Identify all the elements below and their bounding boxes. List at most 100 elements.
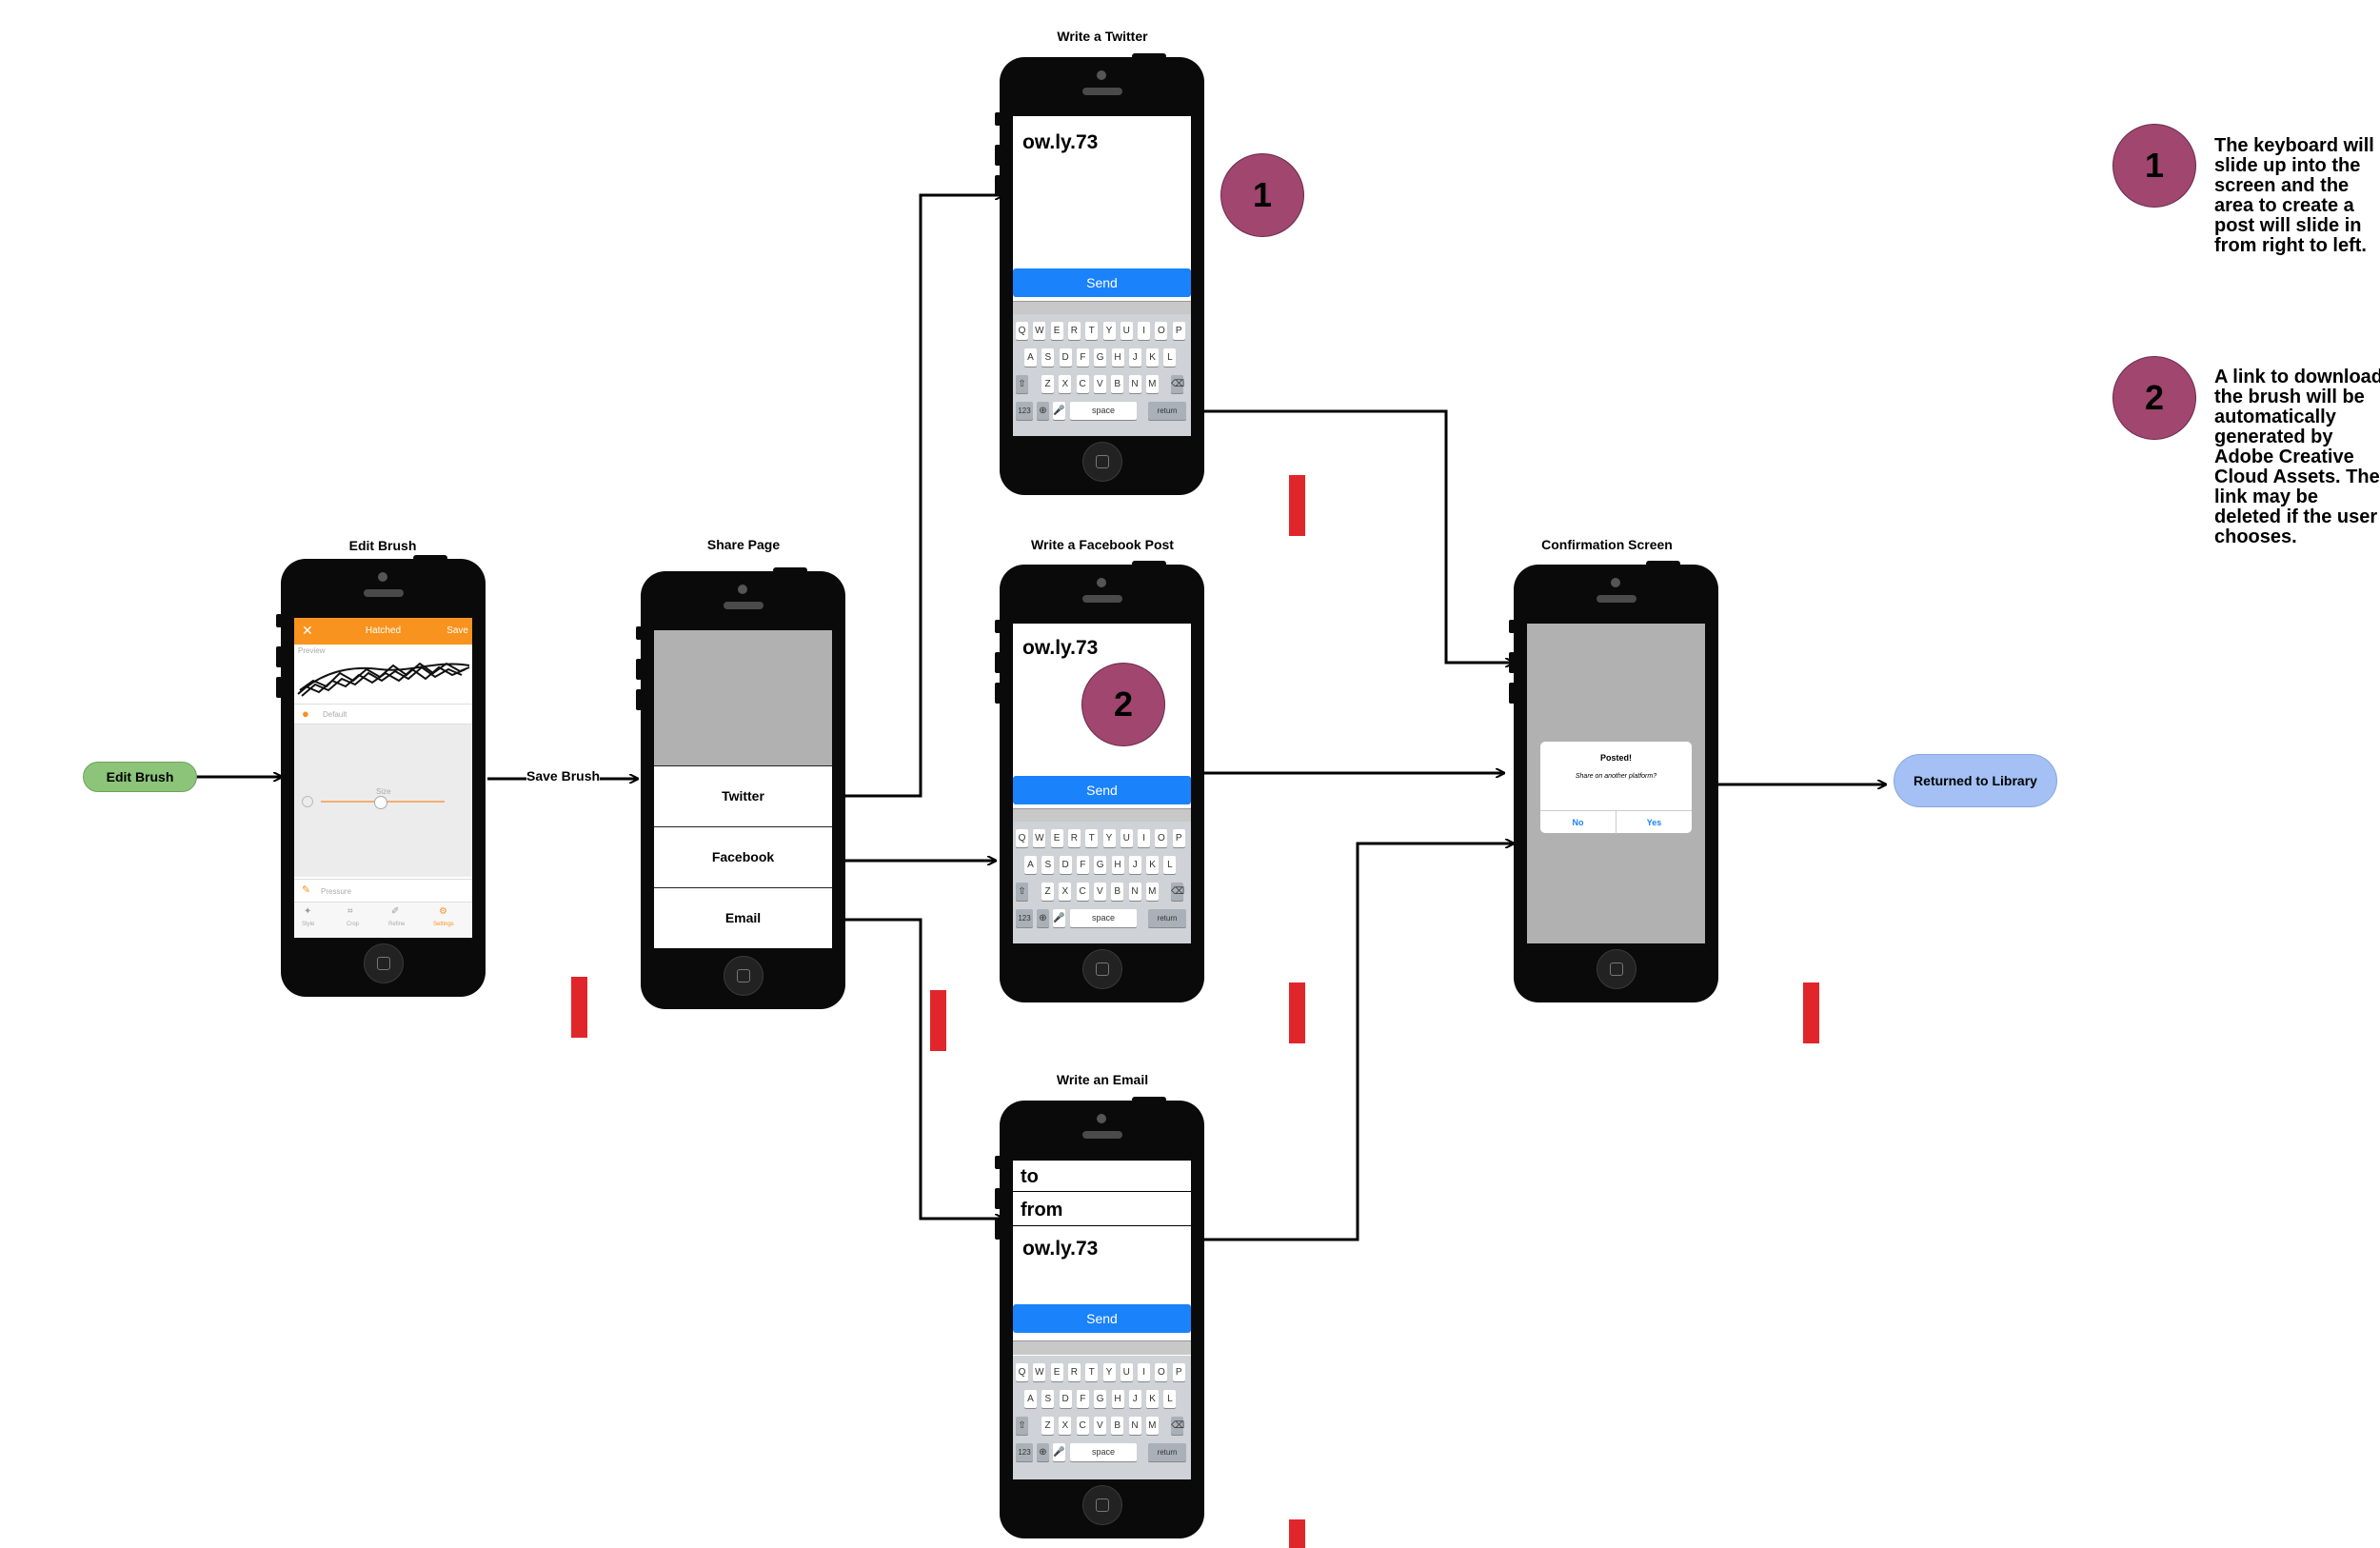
key-a[interactable]: A	[1024, 856, 1037, 874]
key-k[interactable]: K	[1146, 1390, 1160, 1408]
email-to-field[interactable]: to	[1013, 1160, 1191, 1192]
key-d[interactable]: D	[1059, 1390, 1072, 1408]
key-j[interactable]: J	[1128, 348, 1141, 367]
key-a[interactable]: A	[1024, 1390, 1037, 1408]
brush-save-button[interactable]: Save	[446, 625, 468, 636]
tab-refine[interactable]: ✐	[391, 906, 400, 917]
space-key[interactable]: space	[1070, 1443, 1137, 1461]
key-i[interactable]: I	[1138, 1363, 1151, 1381]
key-y[interactable]: Y	[1102, 322, 1116, 340]
key-z[interactable]: Z	[1041, 883, 1054, 901]
key-g[interactable]: G	[1094, 1390, 1107, 1408]
key-j[interactable]: J	[1128, 1390, 1141, 1408]
key-d[interactable]: D	[1059, 348, 1072, 367]
key-k[interactable]: K	[1146, 348, 1160, 367]
globe-key[interactable]: ⊕	[1037, 1443, 1049, 1461]
key-b[interactable]: B	[1111, 375, 1124, 393]
home-button[interactable]	[1082, 1485, 1122, 1525]
key-w[interactable]: W	[1033, 322, 1046, 340]
key-q[interactable]: Q	[1016, 322, 1028, 340]
key-h[interactable]: H	[1111, 348, 1124, 367]
key-f[interactable]: F	[1076, 856, 1089, 874]
key-s[interactable]: S	[1041, 856, 1055, 874]
key-t[interactable]: T	[1085, 829, 1099, 847]
size-slider-handle[interactable]	[374, 796, 387, 809]
key-n[interactable]: N	[1128, 883, 1141, 901]
key-k[interactable]: K	[1146, 856, 1160, 874]
key-i[interactable]: I	[1138, 322, 1151, 340]
share-facebook-button[interactable]: Facebook	[654, 826, 832, 886]
key-c[interactable]: C	[1076, 883, 1089, 901]
mic-key[interactable]: 🎤	[1053, 402, 1065, 420]
tab-crop[interactable]: ⌗	[347, 906, 353, 917]
space-key[interactable]: space	[1070, 402, 1137, 420]
key-x[interactable]: X	[1059, 883, 1072, 901]
key-v[interactable]: V	[1093, 375, 1106, 393]
home-button[interactable]	[1082, 949, 1122, 989]
backspace-key[interactable]: ⌫	[1171, 1417, 1184, 1435]
key-x[interactable]: X	[1059, 1417, 1072, 1435]
home-button[interactable]	[364, 943, 404, 983]
key-w[interactable]: W	[1033, 829, 1046, 847]
key-123[interactable]: 123	[1016, 1443, 1033, 1461]
key-n[interactable]: N	[1128, 1417, 1141, 1435]
shift-key[interactable]: ⇧	[1016, 375, 1028, 393]
return-key[interactable]: return	[1148, 909, 1186, 927]
key-123[interactable]: 123	[1016, 402, 1033, 420]
key-r[interactable]: R	[1067, 1363, 1081, 1381]
key-v[interactable]: V	[1093, 883, 1106, 901]
key-r[interactable]: R	[1067, 322, 1081, 340]
key-h[interactable]: H	[1111, 856, 1124, 874]
key-u[interactable]: U	[1120, 829, 1133, 847]
key-y[interactable]: Y	[1102, 829, 1116, 847]
key-m[interactable]: M	[1145, 375, 1159, 393]
key-p[interactable]: P	[1172, 829, 1185, 847]
return-key[interactable]: return	[1148, 402, 1186, 420]
share-email-button[interactable]: Email	[654, 887, 832, 947]
tab-settings[interactable]: ⚙	[439, 906, 447, 917]
key-z[interactable]: Z	[1041, 1417, 1054, 1435]
key-123[interactable]: 123	[1016, 909, 1033, 927]
key-e[interactable]: E	[1050, 829, 1063, 847]
key-c[interactable]: C	[1076, 375, 1089, 393]
return-key[interactable]: return	[1148, 1443, 1186, 1461]
key-u[interactable]: U	[1120, 1363, 1133, 1381]
key-l[interactable]: L	[1163, 1390, 1177, 1408]
key-m[interactable]: M	[1145, 1417, 1159, 1435]
tab-style[interactable]: ✦	[304, 906, 312, 917]
mic-key[interactable]: 🎤	[1053, 909, 1065, 927]
backspace-key[interactable]: ⌫	[1171, 375, 1184, 393]
key-p[interactable]: P	[1172, 1363, 1185, 1381]
key-t[interactable]: T	[1085, 322, 1099, 340]
key-t[interactable]: T	[1085, 1363, 1099, 1381]
key-q[interactable]: Q	[1016, 1363, 1028, 1381]
key-b[interactable]: B	[1111, 1417, 1124, 1435]
post-text[interactable]: ow.ly.73	[1022, 1238, 1099, 1260]
key-f[interactable]: F	[1076, 348, 1089, 367]
post-text[interactable]: ow.ly.73	[1022, 131, 1099, 153]
mic-key[interactable]: 🎤	[1053, 1443, 1065, 1461]
send-button[interactable]: Send	[1013, 268, 1191, 297]
key-m[interactable]: M	[1145, 883, 1159, 901]
key-i[interactable]: I	[1138, 829, 1151, 847]
key-o[interactable]: O	[1155, 829, 1168, 847]
key-e[interactable]: E	[1050, 1363, 1063, 1381]
key-d[interactable]: D	[1059, 856, 1072, 874]
close-icon[interactable]: ✕	[302, 623, 313, 638]
key-l[interactable]: L	[1163, 856, 1177, 874]
key-j[interactable]: J	[1128, 856, 1141, 874]
key-u[interactable]: U	[1120, 322, 1133, 340]
email-from-field[interactable]: from	[1013, 1194, 1191, 1226]
key-r[interactable]: R	[1067, 829, 1081, 847]
send-button[interactable]: Send	[1013, 1304, 1191, 1333]
key-s[interactable]: S	[1041, 348, 1055, 367]
key-q[interactable]: Q	[1016, 829, 1028, 847]
post-text[interactable]: ow.ly.73	[1022, 637, 1099, 659]
key-p[interactable]: P	[1172, 322, 1185, 340]
key-h[interactable]: H	[1111, 1390, 1124, 1408]
key-f[interactable]: F	[1076, 1390, 1089, 1408]
key-g[interactable]: G	[1094, 856, 1107, 874]
key-l[interactable]: L	[1163, 348, 1177, 367]
home-button[interactable]	[724, 956, 764, 996]
key-x[interactable]: X	[1059, 375, 1072, 393]
